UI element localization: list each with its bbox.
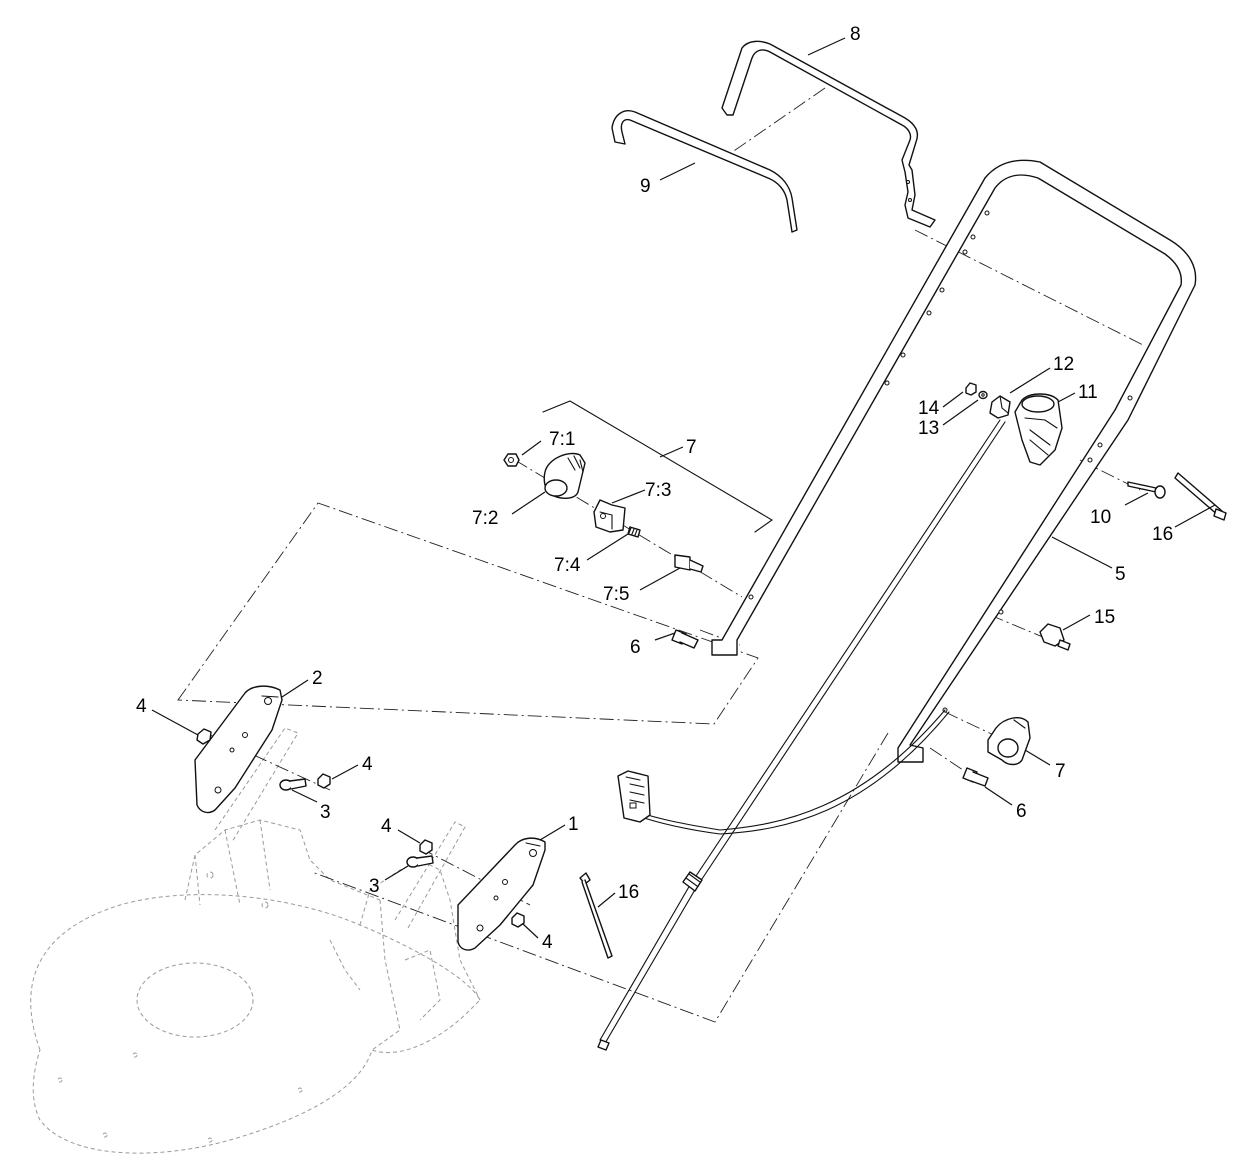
callout-7-5: 7:5: [603, 584, 629, 605]
callout-5: 5: [1115, 564, 1126, 585]
part-11-switch-box: [1014, 393, 1063, 466]
wiring-harness: [617, 709, 950, 835]
part-4-nut-d: [511, 912, 525, 928]
callout-9: 9: [640, 176, 651, 197]
part-2-bracket: [194, 685, 283, 814]
part-13-washer: [978, 390, 988, 400]
callout-7-lower: 7: [1055, 761, 1066, 782]
ref-bracket-7: [542, 400, 774, 533]
deck-lower-handle-arms: [214, 727, 466, 929]
callout-7-group: 7: [686, 437, 697, 458]
callout-3-b: 3: [369, 876, 380, 897]
part-4-nut-a: [196, 728, 212, 745]
part-16-cable-tie-lower: [579, 872, 613, 959]
leader-lines: [151, 37, 1216, 939]
callouts: 8 9 12 11 14 13 7 7:1 7:3 7:2 7:4 7:5 6 …: [136, 24, 1173, 953]
part-3-bolt-a: [279, 778, 307, 791]
part-1-bracket: [457, 837, 546, 951]
callout-4-b: 4: [362, 754, 373, 775]
callout-1: 1: [568, 814, 579, 835]
part-12-clamp: [989, 395, 1011, 419]
callout-6-lower: 6: [1016, 801, 1027, 822]
callout-6-upper: 6: [630, 637, 641, 658]
callout-8: 8: [850, 24, 861, 45]
callout-12: 12: [1053, 354, 1074, 375]
callout-4-a: 4: [136, 696, 147, 717]
bail-bar: [721, 40, 936, 228]
mower-deck: [30, 819, 481, 1154]
callout-7-1: 7:1: [549, 429, 575, 450]
callout-15: 15: [1094, 607, 1115, 628]
part-14-nut: [965, 382, 977, 396]
part-7-1-nut: [503, 453, 520, 467]
part-10-bolt: [1127, 481, 1166, 499]
callout-16-lower: 16: [618, 882, 639, 903]
callout-3-a: 3: [320, 802, 331, 823]
assembly-lines: [177, 87, 1144, 1023]
part-7-4-spring: [627, 526, 641, 538]
callout-11: 11: [1078, 382, 1098, 403]
callout-2: 2: [312, 668, 323, 689]
part-7-3-bracket: [593, 499, 626, 533]
part-7-5-pin: [674, 554, 704, 573]
part-4-nut-c: [419, 839, 433, 855]
part-16-cable-tie-upper: [1174, 472, 1227, 521]
callout-7-3: 7:3: [645, 480, 671, 501]
part-7-2-knob: [543, 452, 586, 499]
lower-bail: [611, 110, 798, 233]
callout-14: 14: [918, 398, 940, 419]
part-4-nut-b: [317, 773, 331, 789]
callout-7-4: 7:4: [554, 555, 581, 576]
callout-16-upper: 16: [1152, 524, 1173, 545]
callout-7-2: 7:2: [472, 508, 498, 529]
part-7-knob-lower: [987, 717, 1031, 766]
callout-4-d: 4: [542, 932, 553, 953]
callout-13: 13: [918, 418, 939, 439]
part-15-plug: [1039, 623, 1071, 651]
callout-4-c: 4: [381, 816, 392, 837]
main-handle: [711, 159, 1197, 763]
callout-10: 10: [1090, 507, 1111, 528]
part-3-bolt-b: [406, 855, 434, 868]
control-cable: [597, 419, 1006, 1051]
part-6-bolt-lower: [962, 767, 989, 787]
